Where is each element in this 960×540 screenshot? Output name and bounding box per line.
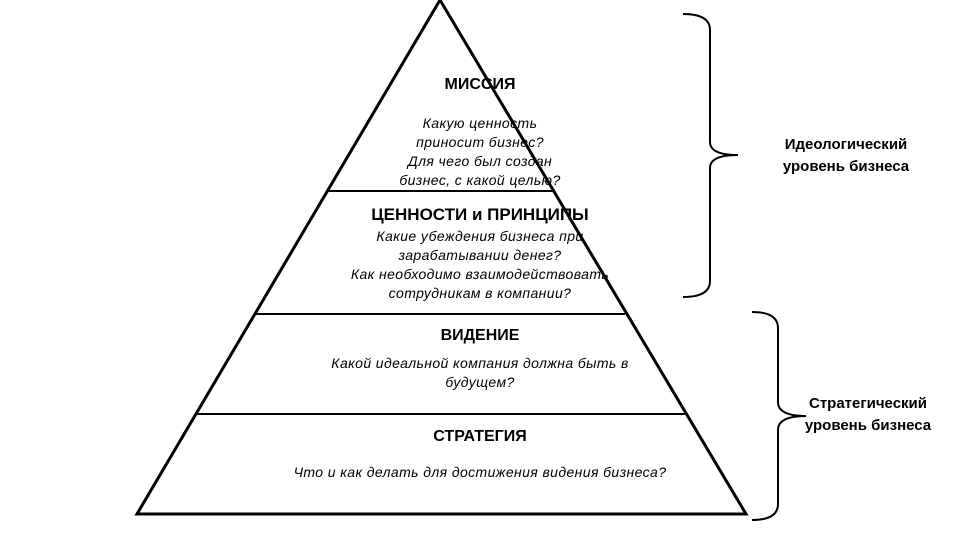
- ideological-level-label: Идеологический уровень бизнеса: [746, 134, 946, 178]
- level-values-questions: Какие убеждения бизнеса при зарабатывани…: [230, 227, 730, 303]
- question-line: зарабатывании денег?: [398, 247, 562, 263]
- level-strategy-questions: Что и как делать для достижения видения …: [230, 463, 730, 482]
- question-line: сотрудникам в компании?: [388, 285, 572, 301]
- strategic-level-label-line2: уровень бизнеса: [804, 417, 932, 434]
- level-values-title: ЦЕННОСТИ и ПРИНЦИПЫ: [371, 205, 589, 224]
- question-line: Для чего был создан: [407, 153, 553, 169]
- level-vision-title: ВИДЕНИЕ: [440, 327, 520, 344]
- level-strategy: СТРАТЕГИЯ Что и как делать для достижени…: [230, 427, 730, 482]
- level-mission-questions: Какую ценность приносит бизнес? Для чего…: [230, 114, 730, 190]
- level-vision: ВИДЕНИЕ Какой идеальной компания должна …: [230, 326, 730, 392]
- question-line: приносит бизнес?: [416, 134, 544, 150]
- strategic-bracket: [751, 311, 807, 521]
- question-line: Какую ценность: [422, 115, 538, 131]
- ideological-level-label-line2: уровень бизнеса: [782, 158, 910, 175]
- strategic-level-label: Стратегический уровень бизнеса: [768, 393, 960, 437]
- level-mission-title: МИССИЯ: [444, 76, 516, 93]
- question-line: Как необходимо взаимодействовать: [350, 266, 610, 282]
- question-line: будущем?: [445, 374, 515, 390]
- question-line: Что и как делать для достижения видения …: [293, 464, 667, 480]
- level-strategy-title: СТРАТЕГИЯ: [433, 428, 527, 445]
- level-vision-questions: Какой идеальной компания должна быть в б…: [230, 354, 730, 392]
- strategic-level-label-line1: Стратегический: [809, 395, 927, 412]
- pyramid-outline: [134, 0, 749, 516]
- ideological-level-label-line1: Идеологический: [784, 136, 908, 153]
- question-line: Какой идеальной компания должна быть в: [331, 355, 629, 371]
- level-values: ЦЕННОСТИ и ПРИНЦИПЫ Какие убеждения бизн…: [230, 205, 730, 303]
- level-mission: МИССИЯ Какую ценность приносит бизнес? Д…: [230, 75, 730, 190]
- ideological-bracket: [682, 13, 739, 298]
- question-line: Какие убеждения бизнеса при: [376, 228, 584, 244]
- question-line: бизнес, с какой целью?: [399, 172, 561, 188]
